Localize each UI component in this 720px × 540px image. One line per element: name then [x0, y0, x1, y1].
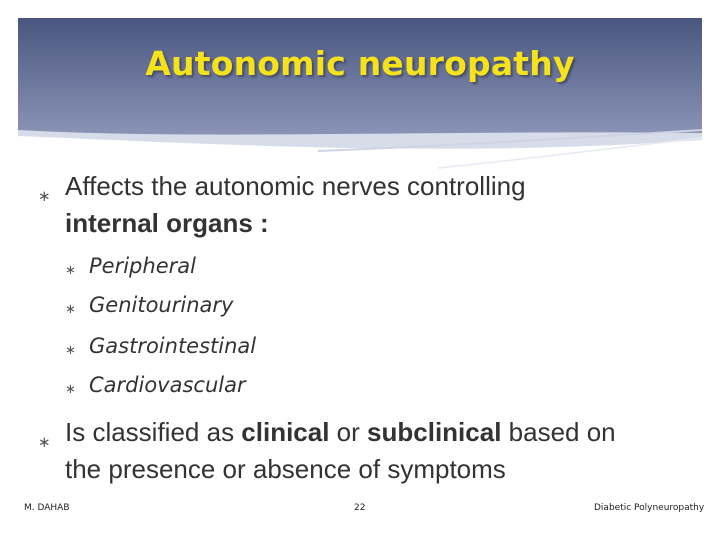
text-run: Is classified as: [65, 417, 242, 447]
bullet-marker: ∗: [38, 188, 51, 205]
bullet-classified: ∗ Is classified as clinical or subclinic…: [38, 414, 685, 488]
footer-author: M. DAHAB: [24, 503, 70, 513]
bullet-marker: ∗: [38, 434, 51, 451]
bullet-affects: ∗ Affects the autonomic nerves controlli…: [38, 168, 685, 242]
sub-bullet-peripheral: ∗ Peripheral: [65, 254, 196, 278]
sub-bullet-text: Cardiovascular: [89, 373, 246, 397]
title-banner-graphic: [18, 18, 702, 180]
footer-page-number: 22: [354, 503, 366, 513]
text-run: or: [329, 417, 368, 447]
bullet-text-line2: the presence or absence of symptoms: [65, 454, 506, 484]
text-run-clinical: clinical: [241, 417, 330, 447]
bullet-text-line1: Is classified as clinical or subclinical…: [65, 414, 685, 451]
sub-bullet-text: Peripheral: [89, 254, 196, 278]
sub-bullet-text: Genitourinary: [89, 293, 234, 317]
bullet-text-line2: internal organs :: [65, 208, 269, 238]
sub-bullet-text: Gastrointestinal: [89, 334, 257, 358]
slide-title: Autonomic neuropathy: [145, 44, 575, 83]
sub-bullet-cardiovascular: ∗ Cardiovascular: [65, 373, 246, 397]
bullet-text-line1: Affects the autonomic nerves controlling: [65, 171, 526, 201]
sub-bullet-marker: ∗: [65, 343, 76, 358]
sub-bullet-genitourinary: ∗ Genitourinary: [65, 293, 233, 317]
sub-bullet-marker: ∗: [65, 263, 76, 278]
sub-bullet-gastrointestinal: ∗ Gastrointestinal: [65, 334, 256, 358]
text-run-subclinical: subclinical: [367, 417, 502, 447]
title-banner: [18, 18, 702, 180]
footer-topic: Diabetic Polyneuropathy: [594, 503, 705, 513]
sub-bullet-marker: ∗: [65, 302, 76, 317]
sub-bullet-marker: ∗: [65, 382, 76, 397]
text-run: based on: [501, 417, 616, 447]
